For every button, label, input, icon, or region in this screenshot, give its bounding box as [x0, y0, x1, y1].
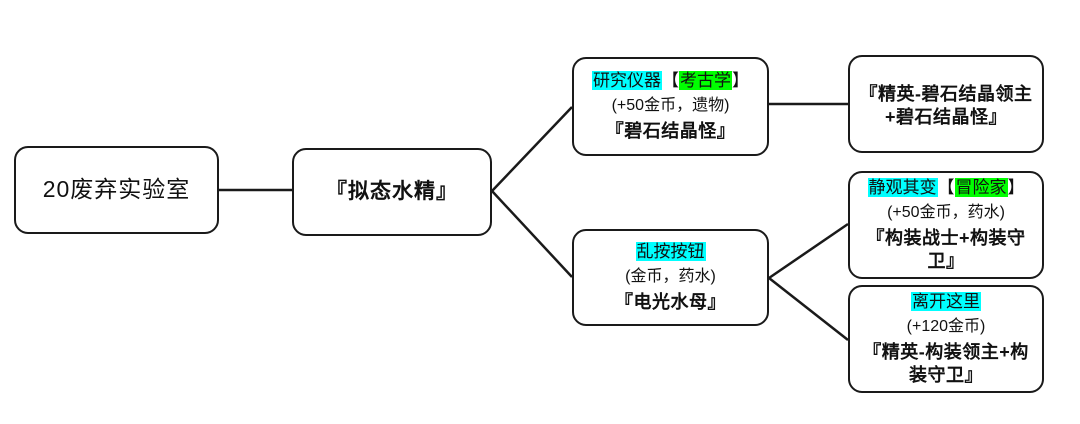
edge-option-b-to-result-b	[768, 222, 849, 280]
result-b-title-row: 静观其变【冒险家】	[856, 177, 1036, 199]
result-c-title-row: 离开这里	[856, 291, 1036, 313]
option-b-title-row: 乱按按钮	[580, 241, 761, 263]
node-result-wait-and-see[interactable]: 静观其变【冒险家】 (+50金币，药水) 『构装战士+构装守卫』	[848, 171, 1044, 279]
node-result-leave-here[interactable]: 离开这里 (+120金币) 『精英-构装领主+构装守卫』	[848, 285, 1044, 393]
edge-option-b-to-result-c	[768, 277, 849, 341]
result-c-monster: 『精英-构装领主+构装守卫』	[863, 342, 1029, 386]
option-a-choice-text: 研究仪器	[592, 70, 662, 90]
node-result-elite-bismuth[interactable]: 『精英-碧石结晶领主+碧石结晶怪』	[848, 55, 1044, 153]
node-event-monster[interactable]: 『拟态水精』	[292, 148, 492, 236]
result-b-bracket-open: 【	[937, 177, 955, 197]
result-c-choice-text: 离开这里	[911, 291, 981, 311]
option-b-choice-text: 乱按按钮	[635, 241, 706, 261]
option-a-title-row: 研究仪器【考古学】	[580, 70, 761, 92]
edge-event-to-option-b	[491, 190, 573, 278]
option-a-bracket-open: 【	[662, 70, 679, 90]
result-b-reward: (+50金币，药水)	[887, 203, 1005, 221]
node-option-press-buttons[interactable]: 乱按按钮 (金币，药水) 『电光水母』	[572, 229, 769, 326]
result-b-choice-text: 静观其变	[867, 177, 938, 197]
option-a-reward: (+50金币，遗物)	[611, 96, 730, 114]
option-a-class-text: 考古学	[679, 70, 732, 90]
result-b-bracket-close: 】	[1007, 177, 1025, 197]
edge-event-to-option-a	[491, 106, 573, 192]
result-b-monster: 『构装战士+构装守卫』	[866, 228, 1026, 272]
option-b-monster: 『电光水母』	[615, 292, 726, 313]
node-start-room-label: 20废弃实验室	[42, 176, 191, 203]
result-c-reward: (+120金币)	[906, 317, 986, 335]
node-event-monster-label: 『拟态水精』	[326, 179, 458, 203]
node-start-room[interactable]: 20废弃实验室	[14, 146, 219, 234]
option-a-bracket-close: 】	[732, 70, 749, 90]
option-a-monster: 『碧石结晶怪』	[605, 121, 736, 142]
option-b-reward: (金币，药水)	[625, 267, 716, 285]
result-a-label: 『精英-碧石结晶领主+碧石结晶怪』	[859, 83, 1033, 127]
result-b-class-text: 冒险家	[954, 177, 1008, 197]
node-option-research-instrument[interactable]: 研究仪器【考古学】 (+50金币，遗物) 『碧石结晶怪』	[572, 57, 769, 156]
